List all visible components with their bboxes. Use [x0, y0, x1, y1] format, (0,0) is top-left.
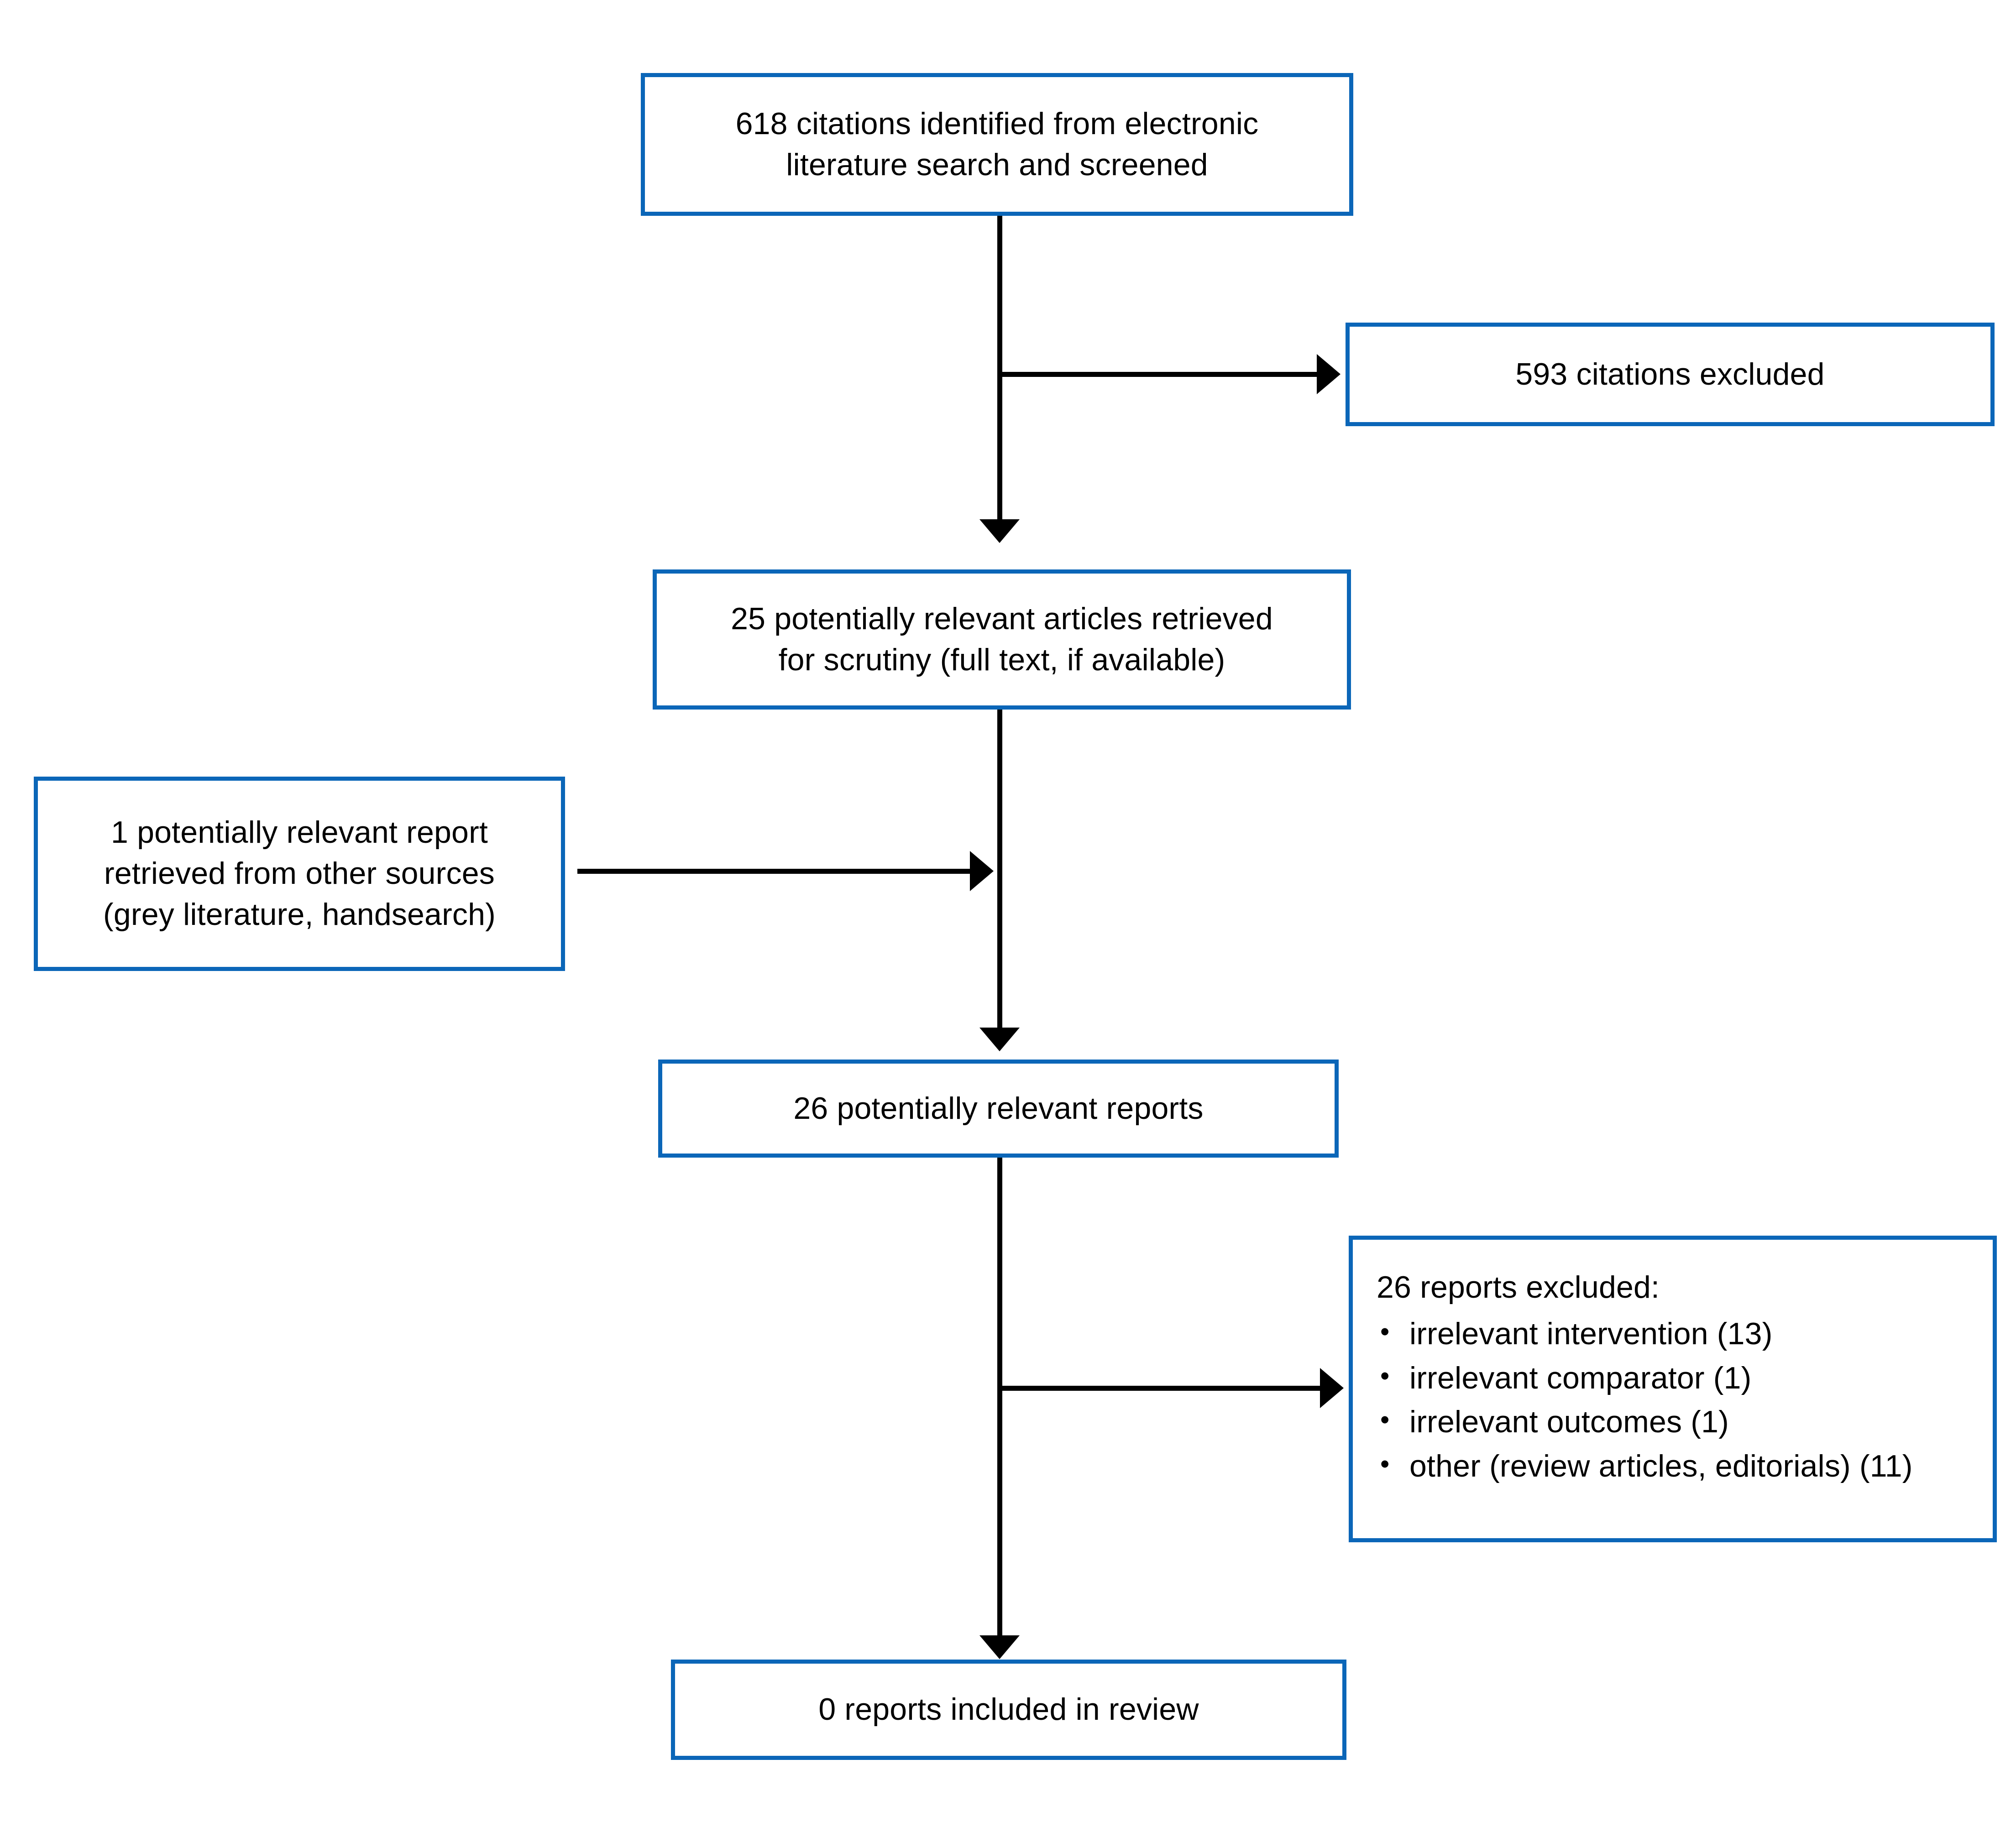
list-item: • irrelevant intervention (13) [1377, 1312, 1993, 1356]
connector-to-citations-excluded [997, 372, 1317, 377]
node-other-sources: 1 potentially relevant report retrieved … [34, 777, 565, 971]
list-item-label: irrelevant intervention (13) [1409, 1316, 1773, 1352]
node-relevant-reports-label: 26 potentially relevant reports [793, 1091, 1204, 1126]
node-articles-retrieved-label: 25 potentially relevant articles retriev… [731, 601, 1273, 677]
node-relevant-reports: 26 potentially relevant reports [658, 1060, 1339, 1158]
connector-relevant-reports-to-included [997, 1158, 1002, 1635]
arrow-head-down-to-relevant-reports [979, 1028, 1020, 1051]
node-reports-included-label: 0 reports included in review [818, 1692, 1199, 1727]
node-citations-identified: 618 citations identified from electronic… [641, 73, 1353, 216]
list-item-label: irrelevant comparator (1) [1409, 1360, 1752, 1395]
arrow-head-down-to-retrieved [979, 519, 1020, 543]
list-item: • irrelevant outcomes (1) [1377, 1400, 1993, 1444]
connector-identified-to-retrieved [997, 216, 1002, 519]
connector-retrieved-to-relevant-reports [997, 710, 1002, 1028]
node-articles-retrieved: 25 potentially relevant articles retriev… [653, 569, 1351, 710]
bullet-icon: • [1380, 1317, 1390, 1347]
node-reports-excluded-title: 26 reports excluded: [1377, 1270, 1660, 1305]
list-item: • irrelevant comparator (1) [1377, 1356, 1993, 1400]
node-citations-excluded: 593 citations excluded [1346, 323, 1995, 426]
list-item-label: irrelevant outcomes (1) [1409, 1404, 1729, 1440]
list-item: • other (review articles, editorials) (1… [1377, 1444, 1993, 1488]
node-reports-excluded-reason-list: • irrelevant intervention (13) • irrelev… [1377, 1312, 1993, 1488]
bullet-icon: • [1380, 1405, 1390, 1435]
arrow-head-right-into-trunk [970, 851, 994, 891]
node-citations-excluded-label: 593 citations excluded [1515, 356, 1825, 392]
arrow-head-down-to-included [979, 1635, 1020, 1659]
bullet-icon: • [1380, 1449, 1390, 1479]
arrow-head-right-to-reports-excluded [1320, 1368, 1344, 1408]
connector-other-sources-to-trunk [577, 869, 970, 874]
node-citations-identified-label: 618 citations identified from electronic… [735, 106, 1259, 182]
list-item-label: other (review articles, editorials) (11) [1409, 1449, 1913, 1484]
node-other-sources-label: 1 potentially relevant report retrieved … [103, 815, 496, 932]
connector-to-reports-excluded [997, 1386, 1320, 1391]
bullet-icon: • [1380, 1361, 1390, 1391]
node-reports-excluded: 26 reports excluded: • irrelevant interv… [1349, 1236, 1997, 1542]
arrow-head-right-to-citations-excluded [1317, 354, 1341, 394]
node-reports-included: 0 reports included in review [671, 1660, 1346, 1760]
